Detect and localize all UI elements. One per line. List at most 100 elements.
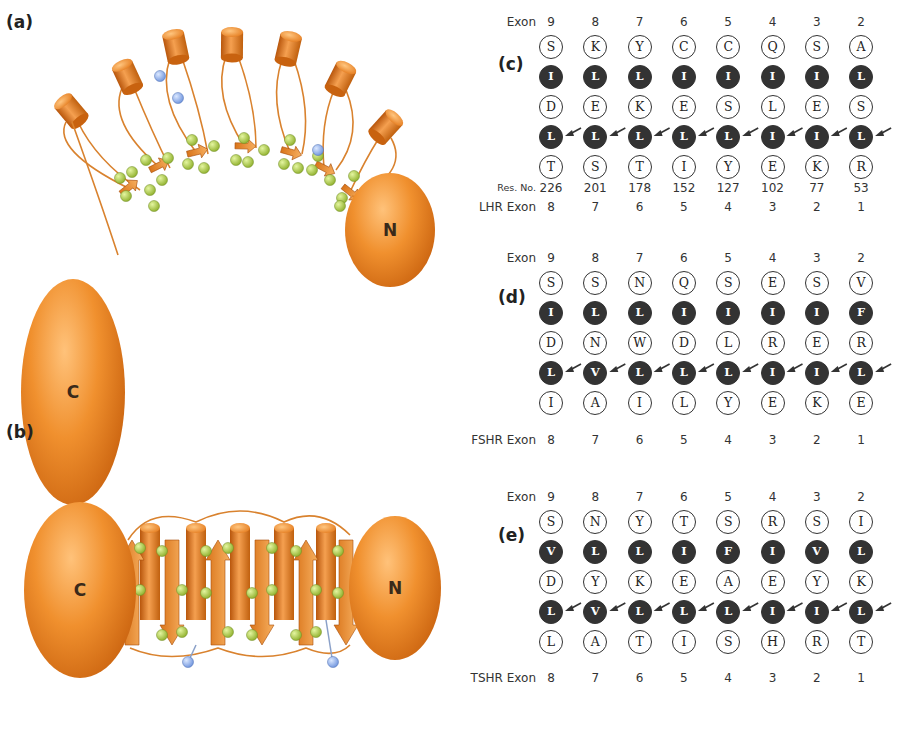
residue-circle: L [539,361,563,385]
row-heading: TSHR Exon [471,672,536,684]
residue-circle: T [849,630,873,654]
residue-circle: H [761,630,785,654]
residue-circle: L [583,65,607,89]
domain-terminus: C [74,580,86,600]
residue-circle: L [672,125,696,149]
helix-end [323,82,347,100]
column-number: 5 [680,201,688,213]
domain-terminus: C [67,382,79,402]
residue-letter: I [548,71,553,83]
column-number: 2 [813,672,821,684]
helix-end [68,111,91,132]
residue-letter: T [857,636,865,649]
residue-circle: S [583,271,607,295]
column-number: 1 [857,201,865,213]
glycan-stalk [190,645,196,658]
arrow-head [742,605,751,611]
residue-circle: I [716,65,740,89]
residue-letter: C [723,41,733,54]
residue-circle: L [716,361,740,385]
helix-cap [316,523,336,533]
residue-letter: K [591,41,600,54]
residue-circle: K [628,570,652,594]
residue-letter: L [768,101,776,114]
arrow-head [654,605,663,611]
residue-circle: I [805,301,829,325]
loop-chain [238,56,256,148]
residue-letter: Y [591,576,599,589]
residue-letter: D [546,101,556,114]
arrow-head [698,366,707,372]
domain-ellipsoid: N [345,173,435,287]
helix-cap [279,29,303,44]
column-number: 102 [761,182,784,194]
column-number: 4 [769,252,777,264]
column-number: 53 [853,182,868,194]
side-chain-dot [285,135,296,146]
residue-circle: I [672,155,696,179]
residue-letter: L [636,367,644,379]
residue-letter: C [679,41,689,54]
residue-circle: R [805,630,829,654]
column-number: 4 [769,16,777,28]
helix-cap [51,90,74,112]
residue-circle: I [761,600,785,624]
panel-letter: (b) [6,424,34,441]
residue-circle: D [672,331,696,355]
residue-circle: I [672,301,696,325]
domain-ellipsoid: C [24,502,136,678]
residue-circle: R [761,331,785,355]
column-number: 9 [547,491,555,503]
residue-circle: L [628,125,652,149]
loop-chain [130,645,350,657]
residue-letter: I [770,546,775,558]
loop-chain [336,90,353,170]
arrow-head [565,605,574,611]
residue-circle: I [761,65,785,89]
residue-letter: L [547,606,555,618]
residue-letter: L [636,131,644,143]
residue-letter: L [547,367,555,379]
residue-letter: N [634,277,645,290]
side-chain-dot [157,630,168,641]
residue-letter: S [813,41,822,54]
residue-circle: S [539,35,563,59]
arrow-head [565,366,574,372]
residue-circle: S [805,510,829,534]
residue-letter: I [681,546,686,558]
arrow-head [742,130,751,136]
residue-circle: L [539,125,563,149]
residue-circle: I [849,510,873,534]
residue-letter: T [680,516,688,529]
alpha-helix [323,58,359,100]
residue-circle: Y [716,155,740,179]
arrow-head [742,366,751,372]
side-chain-dot [121,191,132,202]
residue-circle: I [672,65,696,89]
residue-letter: I [814,606,819,618]
residue-circle: S [583,155,607,179]
residue-letter: E [679,101,688,114]
side-chain-dot [177,585,188,596]
column-number: 5 [724,16,732,28]
alpha-helix [274,29,303,69]
loop-chain [182,58,208,154]
residue-letter: I [637,397,642,410]
residue-circle: I [539,65,563,89]
side-chain-dot [135,543,146,554]
residue-letter: I [681,636,686,649]
arrow-head [875,366,884,372]
residue-circle: N [628,271,652,295]
glycan-stalk [326,620,332,658]
column-number: 3 [769,672,777,684]
residue-letter: R [768,337,777,350]
residue-letter: S [591,277,600,290]
column-number: 9 [547,252,555,264]
column-number: 4 [769,491,777,503]
helix-end [274,55,297,69]
column-number: 2 [813,201,821,213]
column-number: 127 [717,182,740,194]
residue-letter: A [857,41,866,54]
residue-letter: R [812,636,821,649]
row-heading: FSHR Exon [471,434,536,446]
